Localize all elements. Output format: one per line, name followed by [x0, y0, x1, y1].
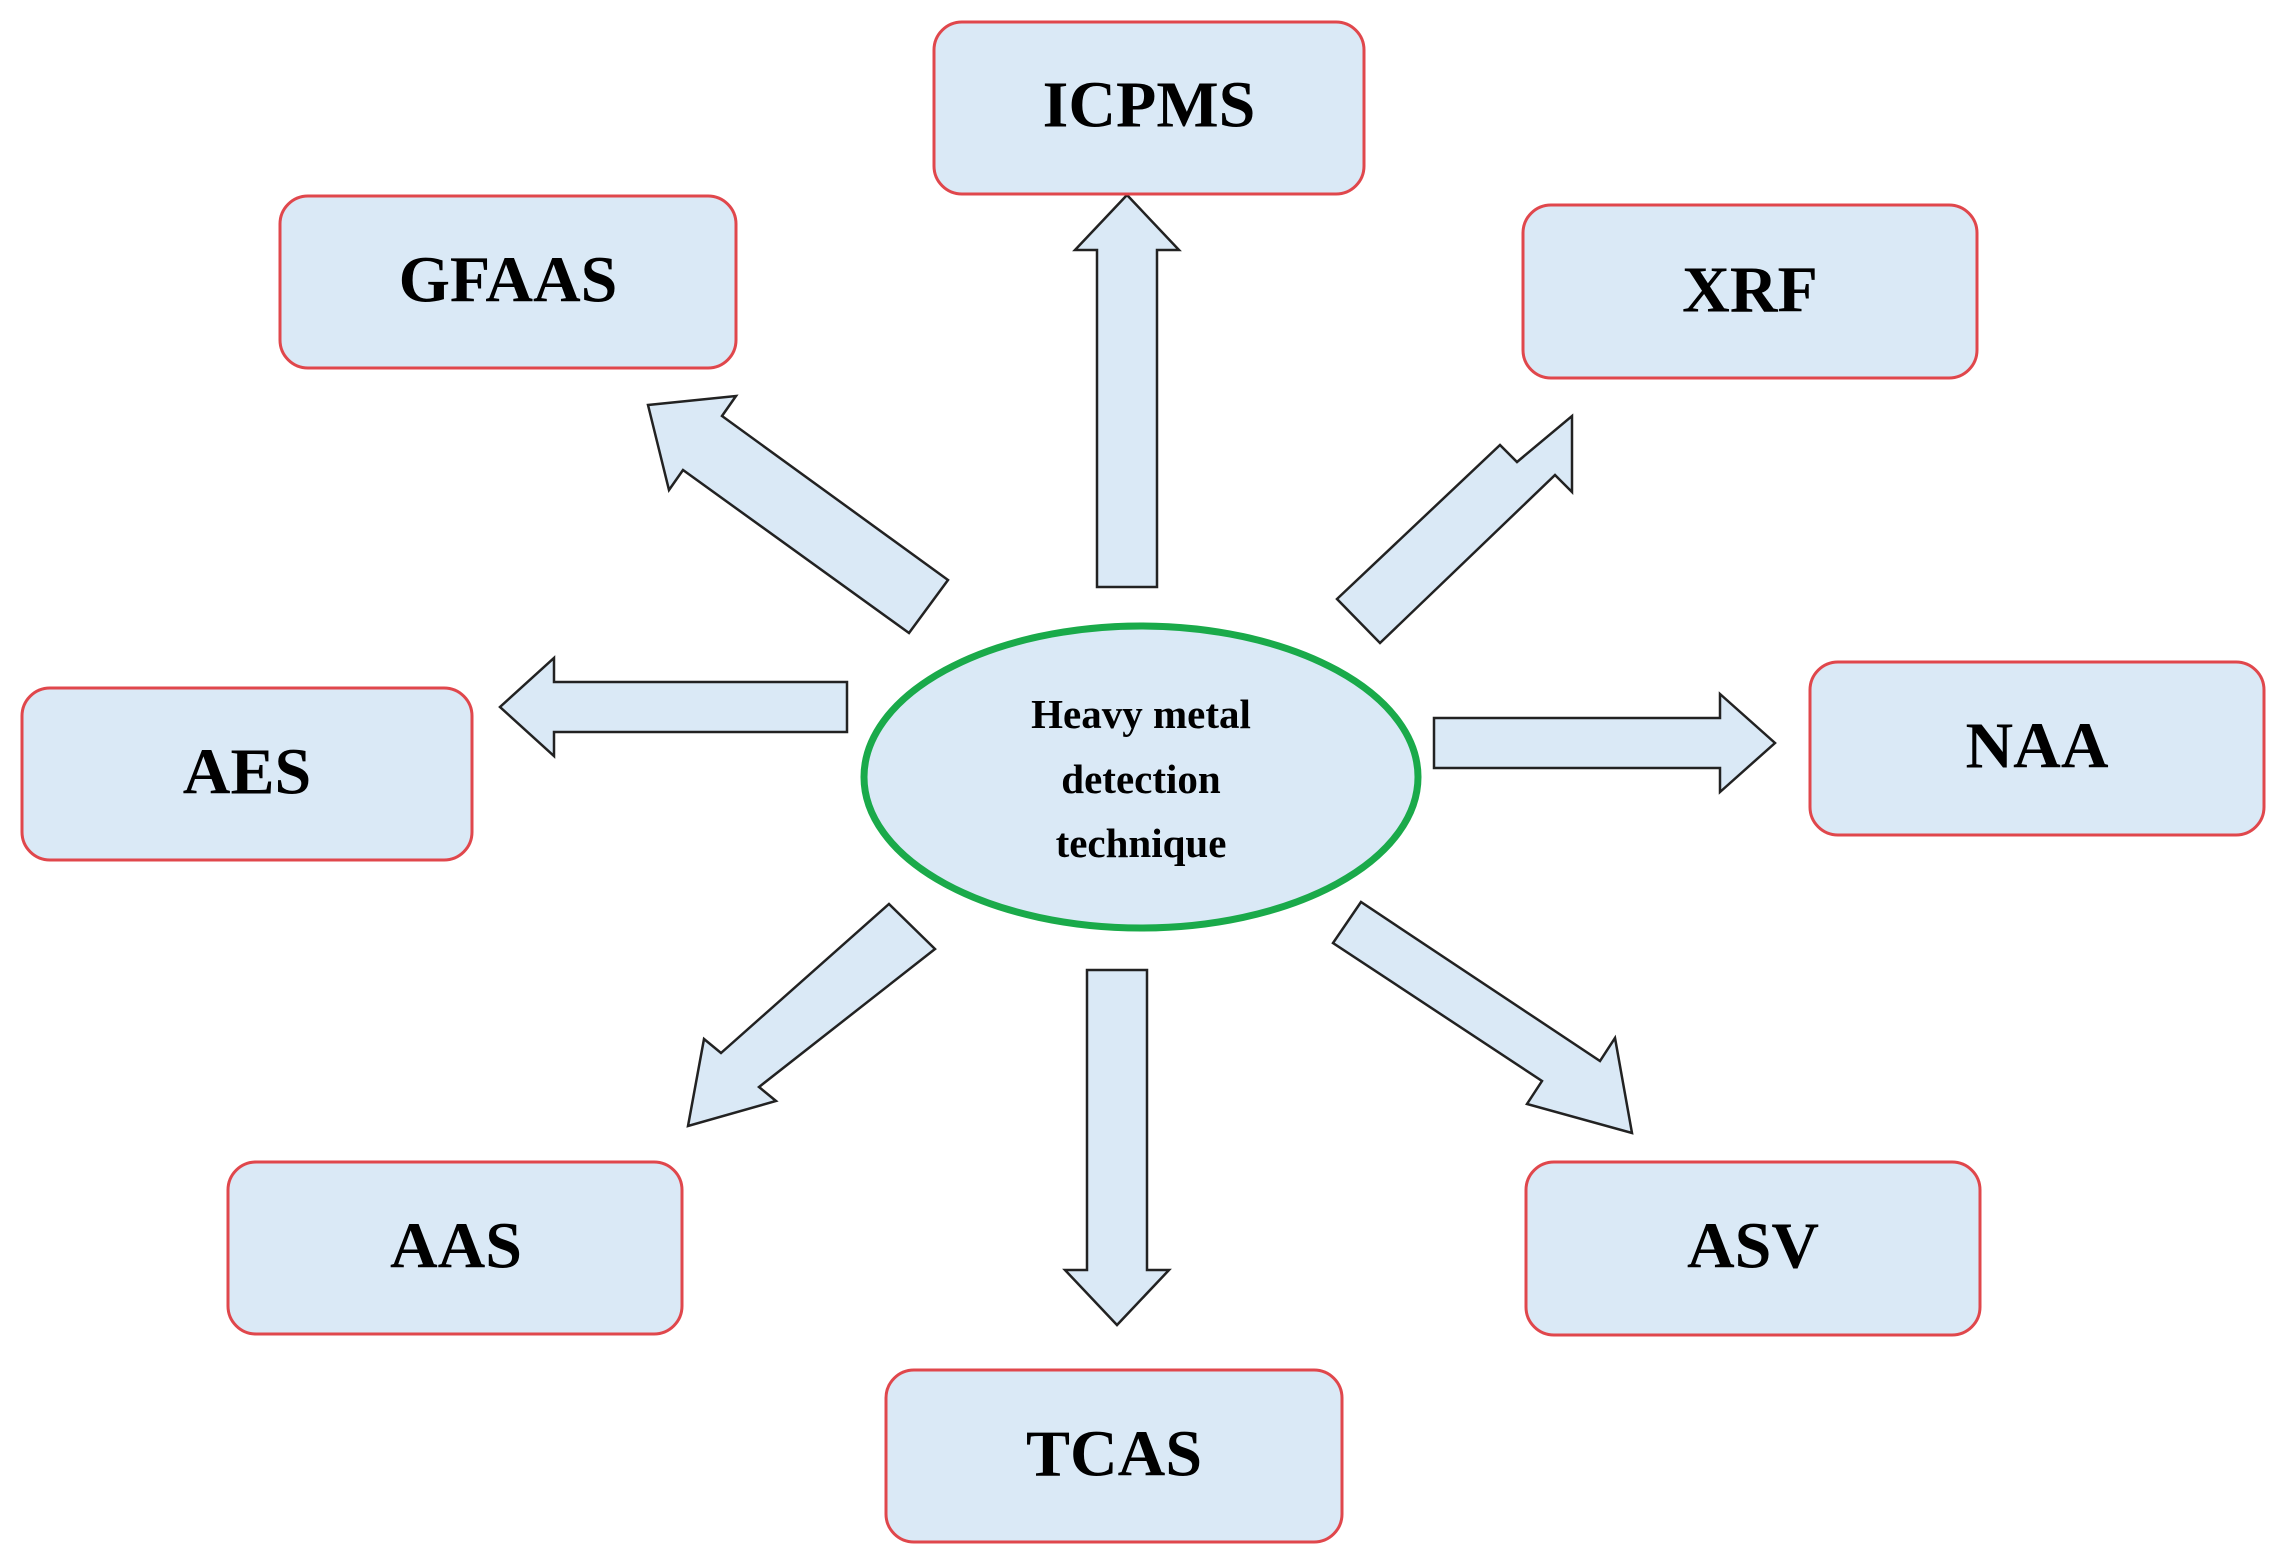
node-tcas: TCAS: [884, 1368, 1344, 1544]
node-naa-box: [1808, 660, 2266, 837]
center-label-line-2: detection: [1061, 756, 1221, 802]
center-ellipse: [860, 622, 1422, 932]
node-tcas-label: TCAS: [1026, 1418, 1202, 1491]
center-node: Heavy metal detection technique: [860, 622, 1422, 932]
node-naa: NAA: [1808, 660, 2266, 837]
node-xrf-label: XRF: [1682, 254, 1818, 327]
arrow-to-aas: [686, 902, 937, 1128]
arrow-to-xrf: [1335, 413, 1574, 645]
arrow-to-naa: [1432, 691, 1777, 795]
node-aes-label: AES: [183, 736, 311, 809]
node-aas: AAS: [226, 1160, 684, 1336]
node-aes-box: [20, 686, 474, 862]
arrow-to-gfaas: [646, 394, 950, 635]
node-tcas-box: [884, 1368, 1344, 1544]
node-aes: AES: [20, 686, 474, 862]
node-naa-label: NAA: [1966, 710, 2109, 783]
node-gfaas: GFAAS: [278, 194, 738, 370]
node-asv-label: ASV: [1687, 1210, 1819, 1283]
arrow-to-icpms: [1072, 193, 1182, 589]
arrow-to-asv: [1331, 900, 1634, 1135]
center-label-line-3: technique: [1056, 820, 1227, 866]
node-icpms-label: ICPMS: [1043, 69, 1256, 142]
node-aas-label: AAS: [390, 1210, 522, 1283]
node-gfaas-label: GFAAS: [399, 244, 618, 317]
node-aas-box: [226, 1160, 684, 1336]
node-icpms: ICPMS: [932, 20, 1366, 196]
node-asv-box: [1524, 1160, 1982, 1337]
node-xrf: XRF: [1521, 203, 1979, 380]
arrow-to-tcas: [1062, 968, 1172, 1327]
node-asv: ASV: [1524, 1160, 1982, 1337]
node-gfaas-box: [278, 194, 738, 370]
node-icpms-box: [932, 20, 1366, 196]
node-xrf-box: [1521, 203, 1979, 380]
center-label-line-1: Heavy metal: [1031, 691, 1251, 737]
arrows-group: [498, 193, 1777, 1327]
arrow-to-aes: [498, 655, 849, 759]
